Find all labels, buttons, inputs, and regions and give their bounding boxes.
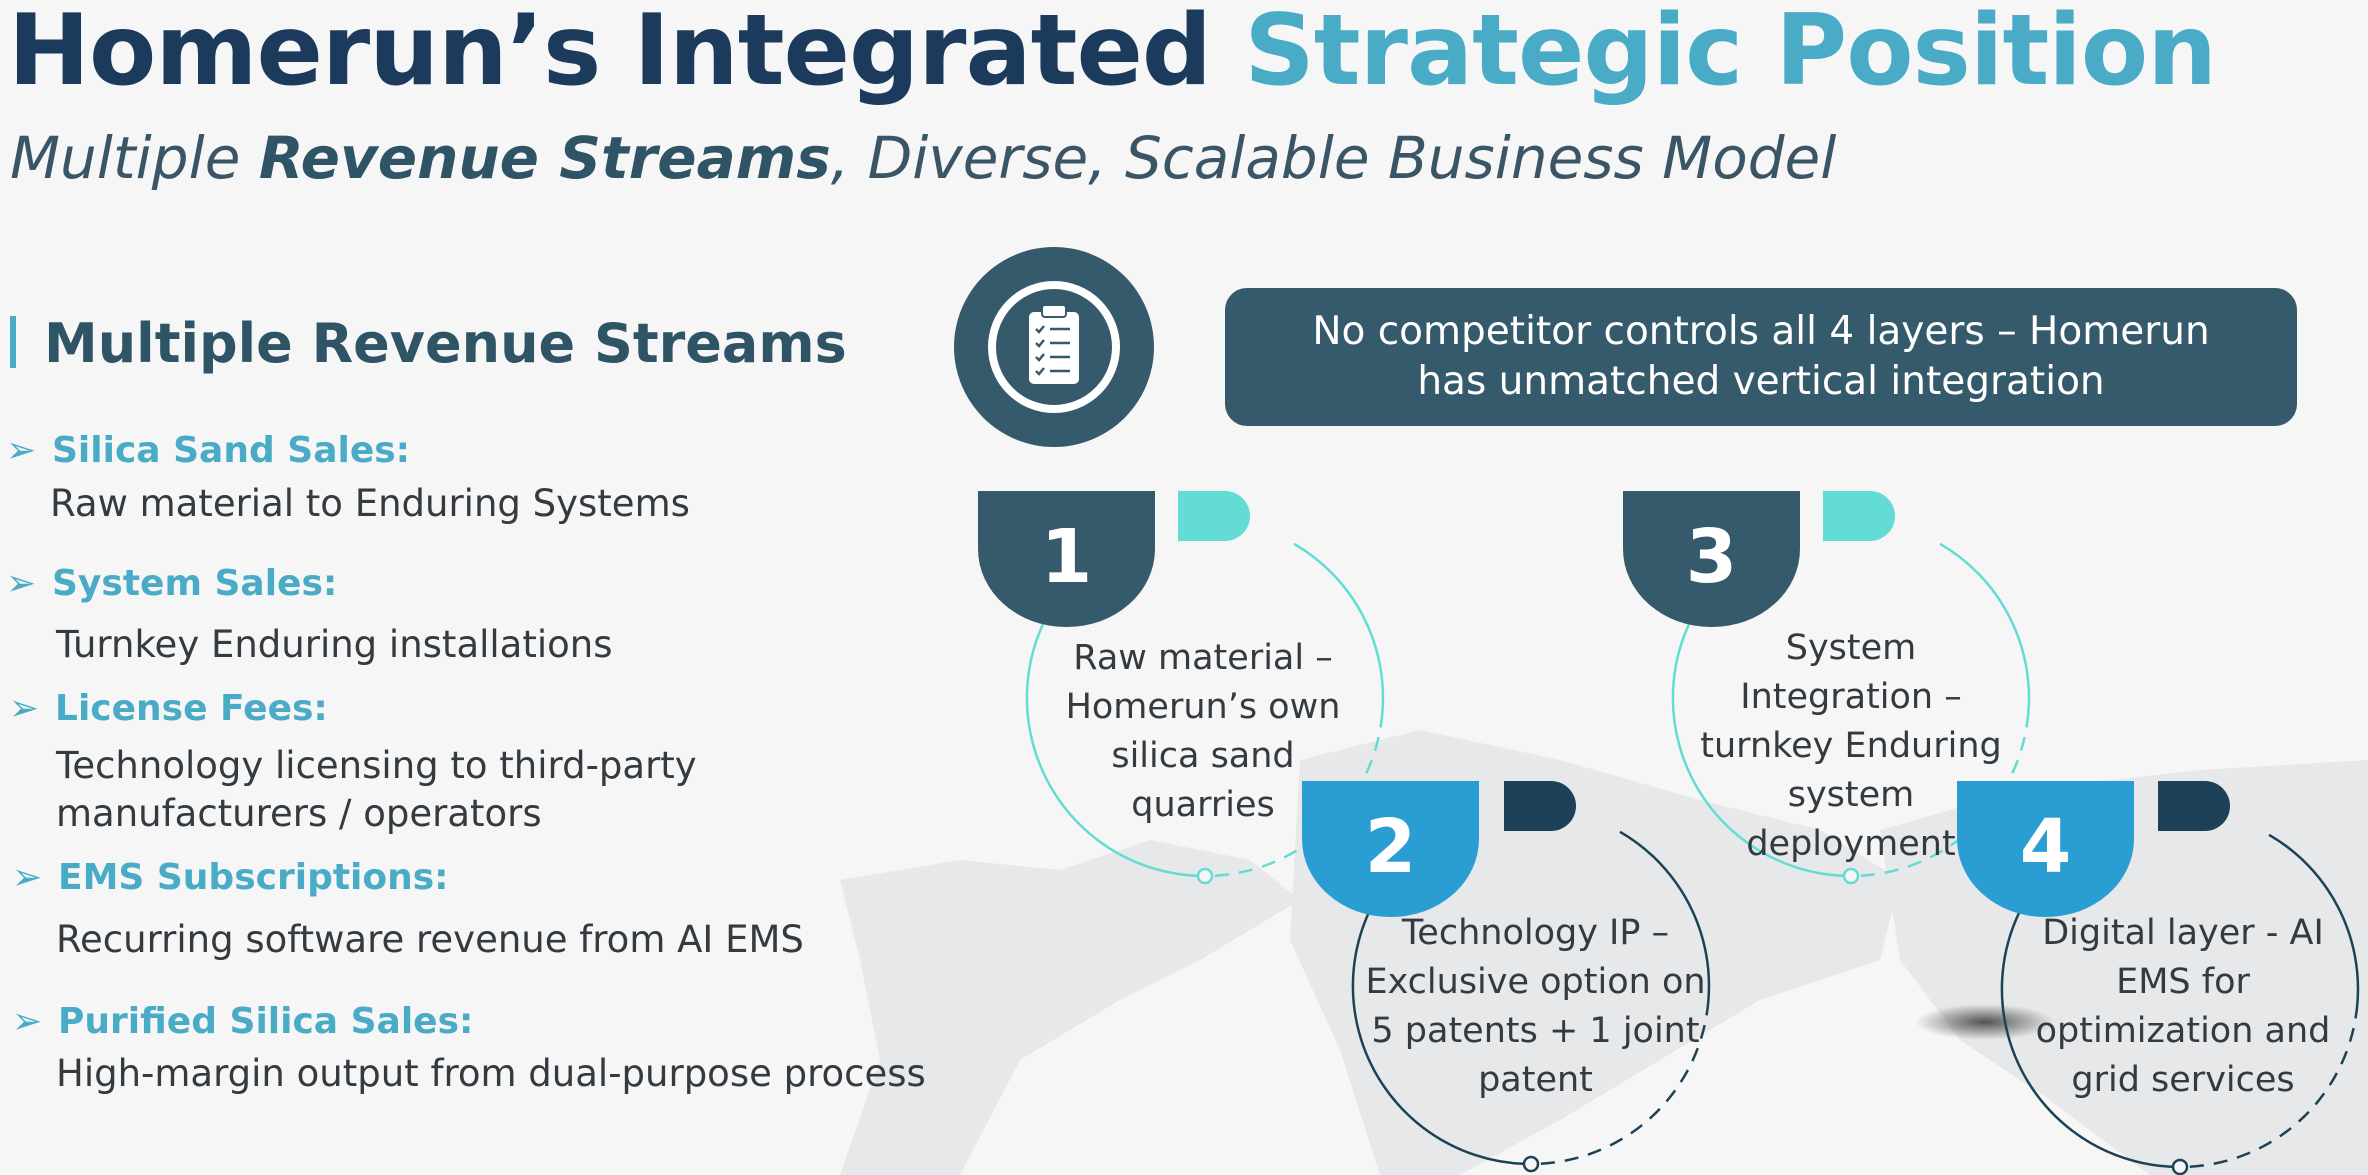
layer-number: 2 [1364, 804, 1417, 890]
layer-2-ring-arc [1530, 1001, 1710, 1166]
layer-3-ring-dot [1842, 867, 1860, 885]
layer-3-badge: 3 [1623, 491, 1800, 627]
layer-4-tab [2158, 781, 2230, 831]
layer-2-text: Technology IP – Exclusive option on 5 pa… [1365, 913, 1706, 1100]
revenue-item-title-text: Purified Silica Sales: [58, 1001, 474, 1042]
arrow-bullet-icon: ➢ [12, 1001, 43, 1042]
layer-number: 3 [1685, 514, 1738, 600]
layer-number: 4 [2019, 804, 2072, 890]
subtitle-pre: Multiple [10, 124, 259, 192]
layer-4-ring-arc [2179, 1004, 2359, 1169]
clipboard-badge [954, 247, 1154, 447]
arrow-bullet-icon: ➢ [12, 857, 43, 898]
revenue-item-title-text: System Sales: [52, 563, 338, 604]
layer-3-text: System Integration – turnkey Enduring sy… [1700, 628, 2002, 864]
layer-2-ring-dot [1522, 1155, 1540, 1173]
layer-1-badge: 1 [978, 491, 1155, 627]
layer-1-tab [1178, 491, 1250, 541]
layer-1-ring-dot [1196, 867, 1214, 885]
arrow-bullet-icon: ➢ [6, 430, 37, 471]
revenue-item-desc: Recurring software revenue from AI EMS [56, 918, 804, 961]
layer-2-ring-arc [1619, 830, 1711, 1002]
layer-1-ring-arc [1293, 542, 1385, 714]
heading-accent-bar [10, 316, 16, 368]
layer-4-badge: 4 [1957, 781, 2134, 917]
revenue-item-title: ➢ EMS Subscriptions: [12, 857, 449, 898]
layer-3-ring-arc [1939, 542, 2031, 714]
revenue-heading-text: Multiple Revenue Streams [44, 312, 847, 375]
title-part-1: Homerun’s Integrated [8, 0, 1212, 108]
revenue-item-desc: Technology licensing to third-party manu… [56, 744, 697, 835]
arrow-bullet-icon: ➢ [6, 563, 37, 604]
subtitle-bold: Revenue Streams [258, 124, 831, 192]
title-part-2: Strategic Position [1244, 0, 2217, 108]
clipboard-checklist-icon [988, 281, 1120, 413]
layer-4-ring-dot [2171, 1158, 2189, 1175]
layer-3-tab [1823, 491, 1895, 541]
layer-4-ring-arc [2268, 833, 2360, 1005]
integration-banner: No competitor controls all 4 layers – Ho… [1225, 288, 2297, 426]
revenue-item-title: ➢ System Sales: [6, 563, 337, 604]
banner-text: No competitor controls all 4 layers – Ho… [1312, 309, 2210, 404]
revenue-item-title: ➢ Purified Silica Sales: [12, 1001, 473, 1042]
revenue-item-title: ➢ License Fees: [9, 688, 328, 729]
layer-1-text: Raw material – Homerun’s own silica sand… [1065, 638, 1341, 825]
revenue-item-title-text: EMS Subscriptions: [58, 857, 449, 898]
layer-2-tab [1504, 781, 1576, 831]
revenue-item-title: ➢ Silica Sand Sales: [6, 430, 410, 471]
layer-2-badge: 2 [1302, 781, 1479, 917]
revenue-item-desc: Raw material to Enduring Systems [50, 482, 690, 525]
layer-4-text: Digital layer - AI EMS for optimization … [2035, 913, 2331, 1100]
revenue-item-desc: Turnkey Enduring installations [56, 623, 613, 666]
revenue-item-desc: High-margin output from dual-purpose pro… [56, 1052, 926, 1095]
layer-number: 1 [1040, 514, 1093, 600]
page-subtitle: Multiple Revenue Streams, Diverse, Scala… [10, 124, 1836, 192]
subtitle-post: , Diverse, Scalable Business Model [830, 124, 1837, 192]
revenue-streams-heading: Multiple Revenue Streams [10, 312, 847, 375]
arrow-bullet-icon: ➢ [9, 688, 40, 729]
revenue-item-title-text: License Fees: [55, 688, 328, 729]
page-title: Homerun’s Integrated Strategic Position [8, 0, 2217, 108]
revenue-item-title-text: Silica Sand Sales: [52, 430, 411, 471]
